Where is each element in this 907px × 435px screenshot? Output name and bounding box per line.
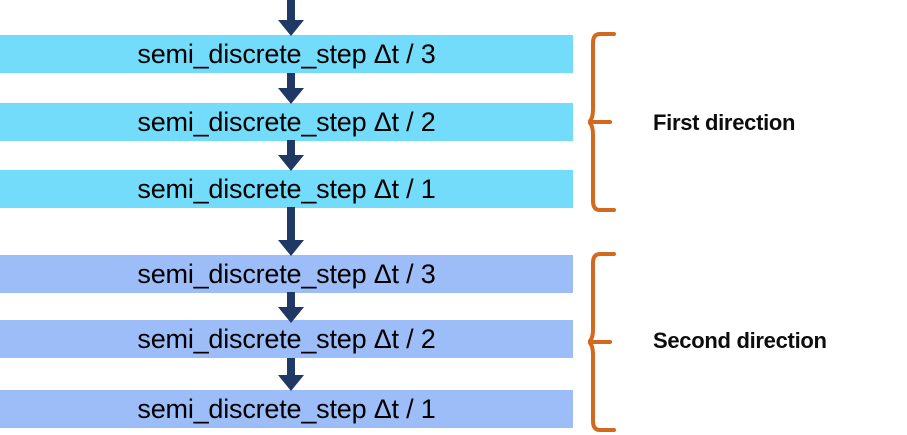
step-bar-5[interactable]: semi_discrete_step Δt / 2	[0, 320, 573, 358]
step-bar-2-label: semi_discrete_step Δt / 2	[137, 107, 436, 137]
step-bar-5-label: semi_discrete_step Δt / 2	[137, 324, 436, 354]
step-bar-3-label: semi_discrete_step Δt / 1	[137, 174, 436, 204]
step-bar-6[interactable]: semi_discrete_step Δt / 1	[0, 390, 573, 428]
step-bar-6-label: semi_discrete_step Δt / 1	[137, 394, 436, 424]
brace-second-direction	[588, 252, 616, 432]
step-bar-1[interactable]: semi_discrete_step Δt / 3	[0, 35, 573, 73]
down-arrow-icon-3-to-4	[278, 207, 304, 256]
step-bar-4[interactable]: semi_discrete_step Δt / 3	[0, 255, 573, 293]
step-bar-4-label: semi_discrete_step Δt / 3	[137, 259, 436, 289]
step-bar-1-label: semi_discrete_step Δt / 3	[137, 39, 436, 69]
down-arrow-icon-entry	[278, 0, 304, 36]
down-arrow-icon-1-to-2	[278, 73, 304, 104]
step-bar-3[interactable]: semi_discrete_step Δt / 1	[0, 170, 573, 208]
down-arrow-icon-5-to-6	[278, 358, 304, 391]
step-bar-2[interactable]: semi_discrete_step Δt / 2	[0, 103, 573, 141]
down-arrow-icon-2-to-3	[278, 140, 304, 171]
label-second-direction: Second direction	[653, 328, 827, 353]
label-first-direction: First direction	[653, 110, 796, 135]
down-arrow-icon-4-to-5	[278, 292, 304, 323]
brace-first-direction	[588, 32, 616, 212]
